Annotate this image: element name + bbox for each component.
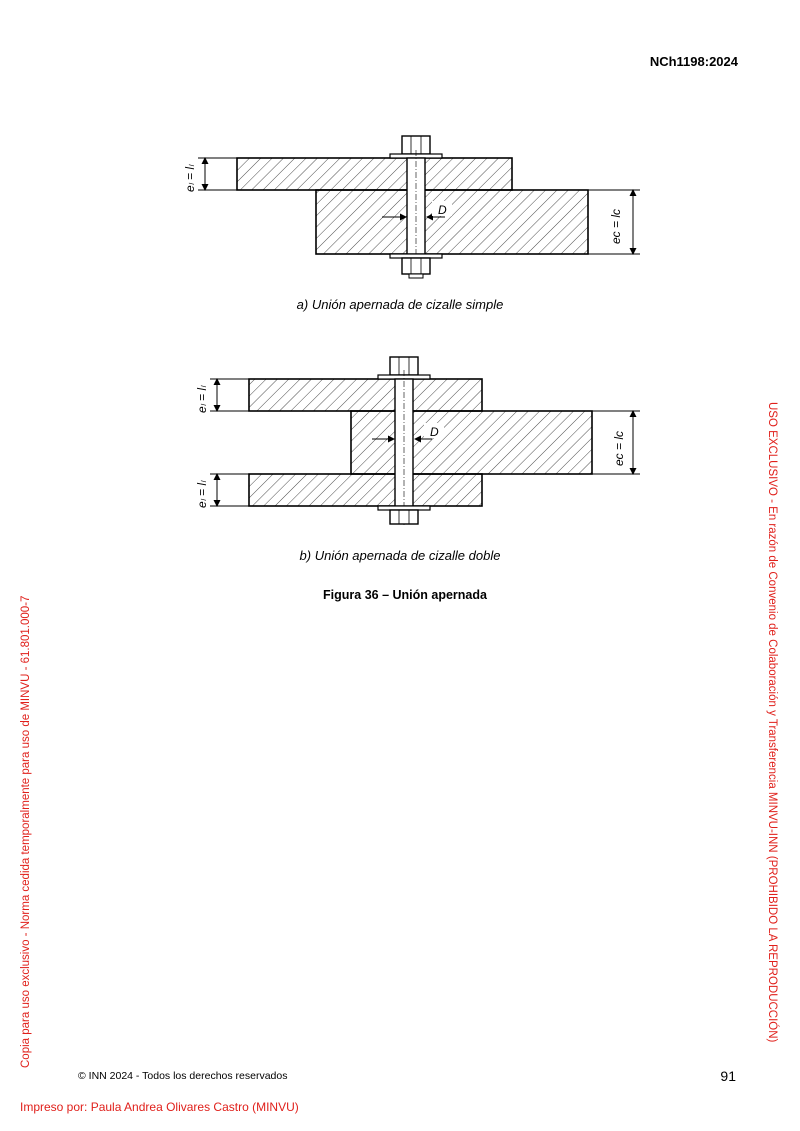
bolted-joint-figure: D eₗ = lₗ eᴄ = lᴄ [183, 135, 640, 525]
lateral-thickness-label: eₗ = lₗ [183, 164, 197, 192]
top-lateral-member [248, 378, 483, 412]
right-watermark: USO EXCLUSIVO - En razón de Convenio de … [766, 402, 778, 1043]
central-thickness-label: eᴄ = lᴄ [612, 431, 626, 466]
bottom-lateral-thickness-label: eₗ = lₗ [195, 480, 209, 508]
diameter-label: D [438, 203, 447, 217]
caption-part-b: b) Unión apernada de cizalle doble [299, 548, 501, 563]
central-member [350, 410, 593, 475]
central-thickness-label: eᴄ = lᴄ [609, 209, 623, 244]
caption-part-a: a) Unión apernada de cizalle simple [296, 297, 504, 312]
top-lateral-thickness-label: eₗ = lₗ [195, 385, 209, 413]
left-watermark: Copia para uso exclusivo - Norma cedida … [20, 595, 32, 1068]
bolt [389, 135, 443, 279]
diameter-label: D [430, 425, 439, 439]
simple-shear-diagram: D eₗ = lₗ eᴄ = lᴄ [183, 135, 640, 279]
double-shear-diagram: D eₗ = lₗ eₗ = lₗ eᴄ = lᴄ [195, 356, 640, 525]
lateral-member [236, 157, 513, 191]
figure-title: Figura 36 – Unión apernada [323, 588, 487, 602]
bolt [377, 356, 431, 525]
central-member [315, 189, 589, 255]
copyright-notice: © INN 2024 - Todos los derechos reservad… [78, 1070, 288, 1082]
page-number: 91 [720, 1068, 736, 1084]
printed-by-notice: Impreso por: Paula Andrea Olivares Castr… [20, 1100, 299, 1114]
document-code: NCh1198:2024 [649, 54, 738, 69]
bottom-lateral-member [248, 473, 483, 507]
